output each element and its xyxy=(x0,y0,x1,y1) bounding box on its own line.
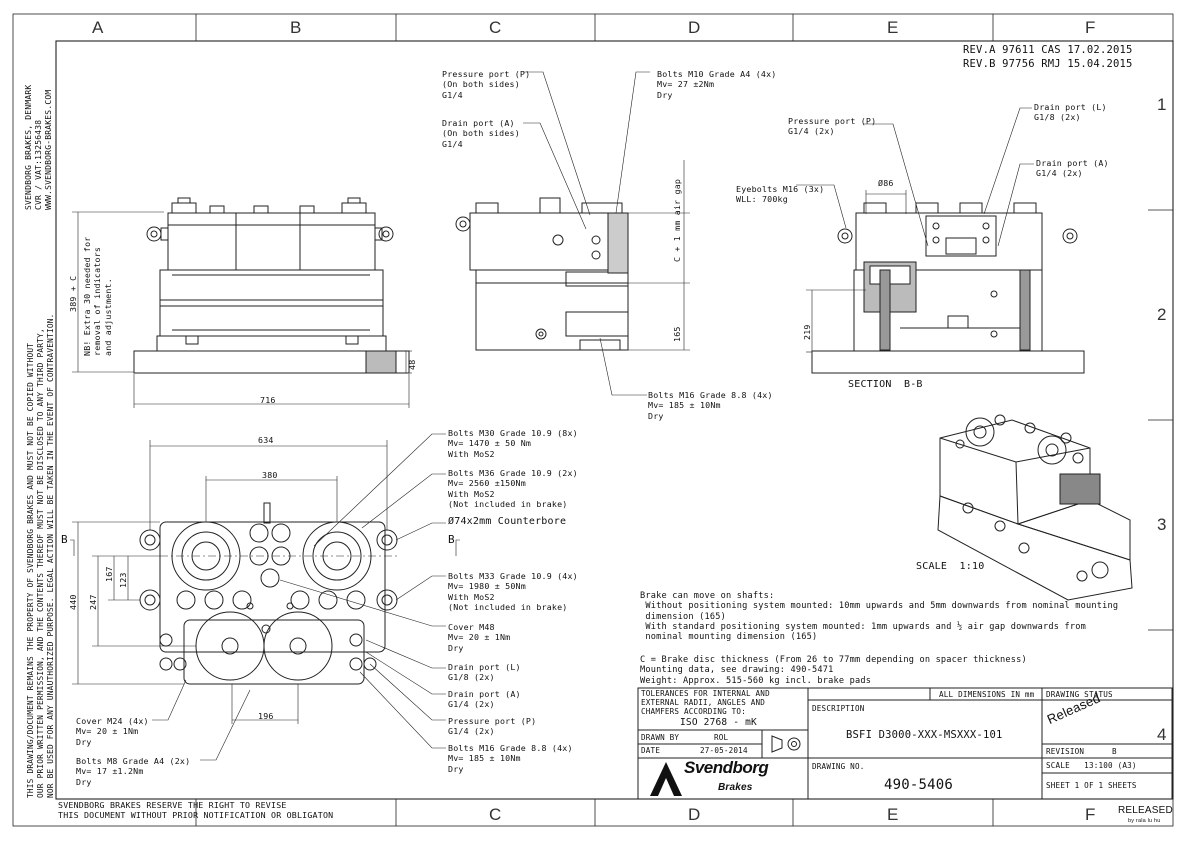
dim-123: 123 xyxy=(118,572,128,588)
iso-scale-label: SCALE 1:10 xyxy=(916,561,985,572)
dim-48: 48 xyxy=(407,359,417,370)
outer-frame xyxy=(12,13,1174,827)
footer-note: SVENDBORG BRAKES RESERVE THE RIGHT TO RE… xyxy=(58,800,334,821)
title-block xyxy=(637,687,1173,800)
grid-col-c-bottom: C xyxy=(489,805,502,824)
c-definition-note: C = Brake disc thickness (From 26 to 77m… xyxy=(640,655,1027,686)
drain-l-bottom-callout: Drain port (L)G1/8 (2x) xyxy=(448,662,521,683)
dim-716: 716 xyxy=(260,395,276,405)
front-view xyxy=(133,197,410,374)
dim-167: 167 xyxy=(104,566,114,582)
isometric-view xyxy=(937,414,1133,601)
revision-label: REVISION xyxy=(1046,747,1085,756)
grid-col-f-bottom: F xyxy=(1085,805,1096,824)
all-dimensions-label: ALL DIMENSIONS IN mm xyxy=(939,690,1035,699)
pressure-bottom-callout: Pressure port (P)G1/4 (2x) xyxy=(448,716,537,737)
drawn-by-label: DRAWN BY xyxy=(641,733,680,742)
drawing-status-label: DRAWING STATUS xyxy=(1046,690,1113,699)
grid-col-b: B xyxy=(290,18,302,37)
side-notice-block: THIS DRAWING/DOCUMENT REMAINS THE PROPER… xyxy=(26,313,55,798)
top-view xyxy=(139,502,400,685)
drawn-by-value: ROL xyxy=(714,733,729,742)
dim-219: 219 xyxy=(802,324,812,340)
dim-phi86: Ø86 xyxy=(878,178,894,188)
scale-value: SCALE 13:100 (A3) xyxy=(1046,761,1137,770)
iso-standard: ISO 2768 - mK xyxy=(680,717,757,728)
section-mark-b-right: B xyxy=(448,533,455,546)
dim-247: 247 xyxy=(88,594,98,610)
revision-b: REV.B 97756 RMJ 15.04.2015 xyxy=(963,58,1133,70)
dim-196: 196 xyxy=(258,711,274,721)
grid-col-e: E xyxy=(887,18,899,37)
grid-col-a: A xyxy=(92,18,104,37)
section-mark-b-left: B xyxy=(61,533,68,546)
revision-value: B xyxy=(1112,747,1117,756)
section-b-b xyxy=(811,202,1085,374)
counterbore-callout: Ø74x2mm Counterbore xyxy=(448,516,567,527)
description-value: BSFI D3000-XXX-MSXXX-101 xyxy=(846,729,1003,741)
dim-389-c: 389 + C xyxy=(68,275,78,312)
air-gap-label: C + 1 mm air gap xyxy=(672,178,682,262)
grid-row-3: 3 xyxy=(1157,515,1167,534)
pressure-port-e-callout: Pressure port (P)G1/4 (2x) xyxy=(788,116,877,137)
bolts-m33-callout: Bolts M33 Grade 10.9 (4x)Mv= 1980 ± 50Nm… xyxy=(448,571,578,612)
shafts-note: Brake can move on shafts: Without positi… xyxy=(640,591,1119,643)
side-view xyxy=(455,197,629,351)
drawing-no-label: DRAWING NO. xyxy=(812,762,865,771)
grid-row-2: 2 xyxy=(1157,305,1167,324)
logo-subtitle: Brakes xyxy=(718,782,753,793)
grid-row-1: 1 xyxy=(1157,95,1167,114)
release-stamp-sub: by rala lu hu xyxy=(1128,818,1161,824)
grid-col-c: C xyxy=(489,18,502,37)
drain-port-l-callout: Drain port (L)G1/8 (2x) xyxy=(1034,102,1107,123)
drain-port-a-callout: Drain port (A)G1/4 (2x) xyxy=(1036,158,1109,179)
bolts-m36-callout: Bolts M36 Grade 10.9 (2x)Mv= 2560 ±150Nm… xyxy=(448,468,578,509)
description-label: DESCRIPTION xyxy=(812,704,865,713)
dim-440: 440 xyxy=(68,594,78,610)
drain-a-bottom-callout: Drain port (A)G1/4 (2x) xyxy=(448,689,521,710)
grid-col-d: D xyxy=(688,18,701,37)
date-label: DATE xyxy=(641,746,661,755)
grid-col-d-bottom: D xyxy=(688,805,701,824)
dim-634: 634 xyxy=(258,435,274,445)
dim-165: 165 xyxy=(672,326,682,342)
sheet-value: SHEET 1 OF 1 SHEETS xyxy=(1046,781,1137,790)
grid-col-e-bottom: E xyxy=(887,805,899,824)
logo-wordmark: Svendborg xyxy=(684,758,769,777)
section-b-b-label: SECTION B-B xyxy=(848,379,923,390)
dim-380: 380 xyxy=(262,470,278,480)
date-value: 27-05-2014 xyxy=(700,746,748,755)
pressure-port-callout: Pressure port (P)(On both sides)G1/4 xyxy=(442,69,531,100)
grid-col-f: F xyxy=(1085,18,1096,37)
drain-port-callout: Drain port (A)(On both sides)G1/4 xyxy=(442,118,520,149)
bolts-m30-callout: Bolts M30 Grade 10.9 (8x)Mv= 1470 ± 50 N… xyxy=(448,428,578,459)
eyebolts-callout: Eyebolts M16 (3x)WLL: 700kg xyxy=(736,184,825,205)
release-stamp-main: RELEASED xyxy=(1118,805,1173,816)
revision-a: REV.A 97611 CAS 17.02.2015 xyxy=(963,44,1133,56)
drawing-no-value: 490-5406 xyxy=(884,777,954,793)
grid-row-4: 4 xyxy=(1157,725,1167,744)
